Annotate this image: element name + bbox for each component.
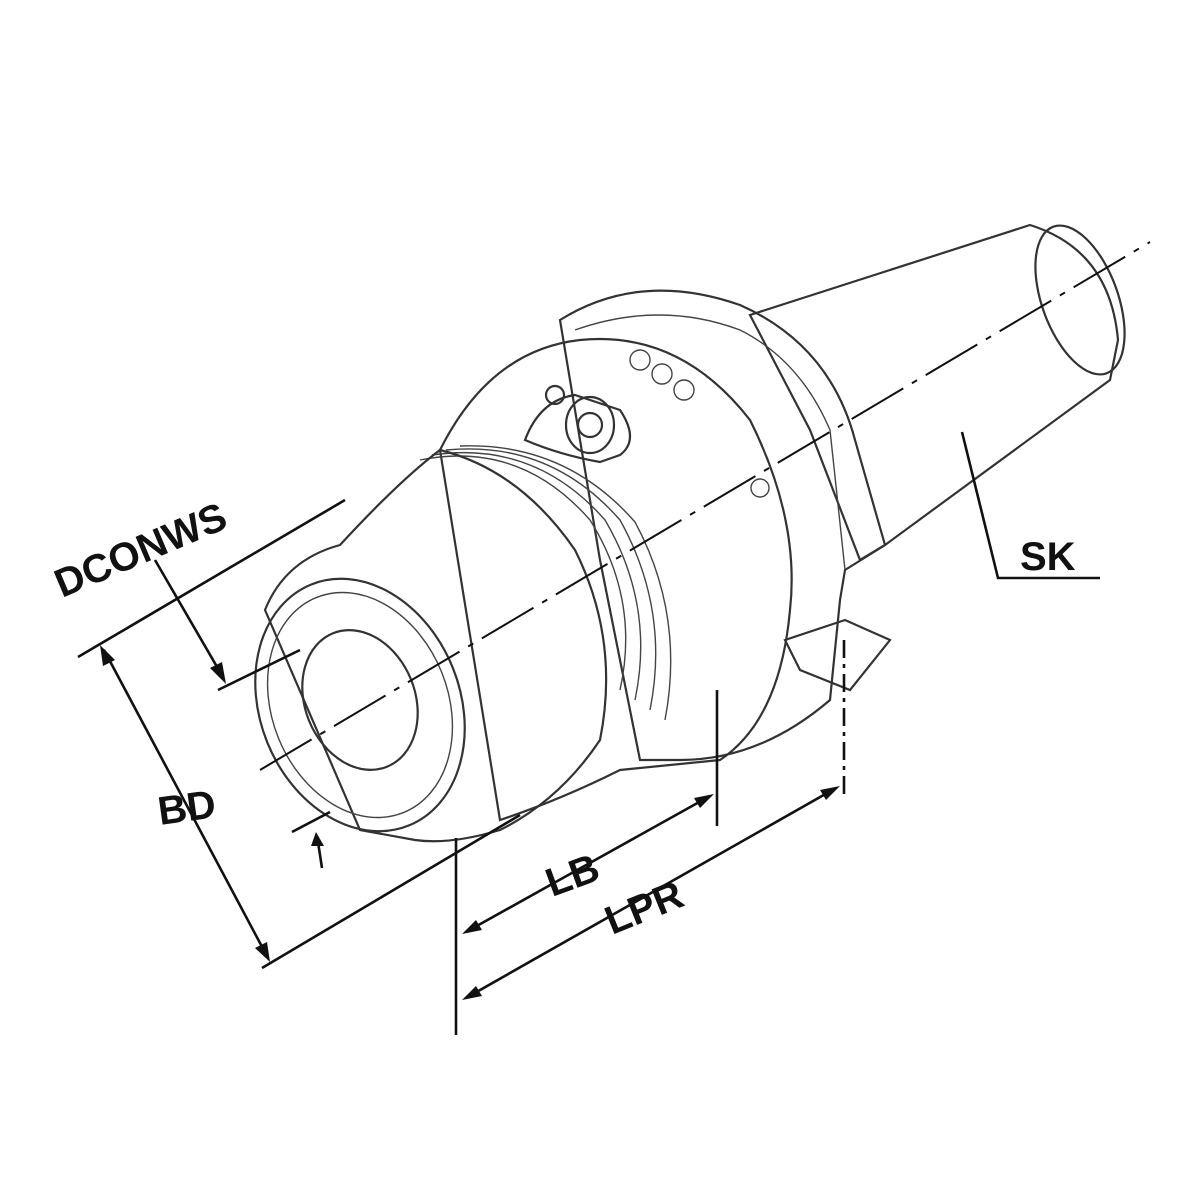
bd-arrow-bottom (255, 942, 270, 962)
taper-end-face (1034, 224, 1126, 376)
nose-front-face (254, 577, 466, 833)
nose-front-ring (266, 591, 454, 819)
dconws-arrow-head (210, 662, 226, 684)
main-body (438, 338, 793, 822)
groove-balls (629, 349, 770, 498)
lb-arrow-right (694, 794, 714, 808)
bd-label: BD (155, 782, 218, 834)
tool-holder-body (254, 223, 1126, 843)
flange (558, 289, 887, 762)
bd-arrow-top (100, 645, 115, 666)
lpr-label: LPR (599, 873, 690, 944)
drive-slot (783, 618, 892, 692)
lb-arrow-left (462, 920, 482, 934)
dconws-label: DCONWS (48, 495, 233, 607)
bore (301, 629, 419, 771)
thread-grooves (419, 445, 672, 721)
lb-label: LB (540, 846, 605, 906)
clamp-screw (523, 384, 632, 464)
bore-arrow (311, 832, 324, 846)
center-axis (259, 241, 1151, 771)
sk-label: SK (1020, 535, 1076, 579)
lpr-arrow-left (462, 986, 482, 1000)
taper-shank (748, 223, 1120, 562)
nose-nut (263, 448, 608, 843)
dimension-lines (77, 431, 1100, 1035)
flange-inner-ring (574, 314, 846, 571)
lpr-arrow-right (820, 786, 840, 800)
